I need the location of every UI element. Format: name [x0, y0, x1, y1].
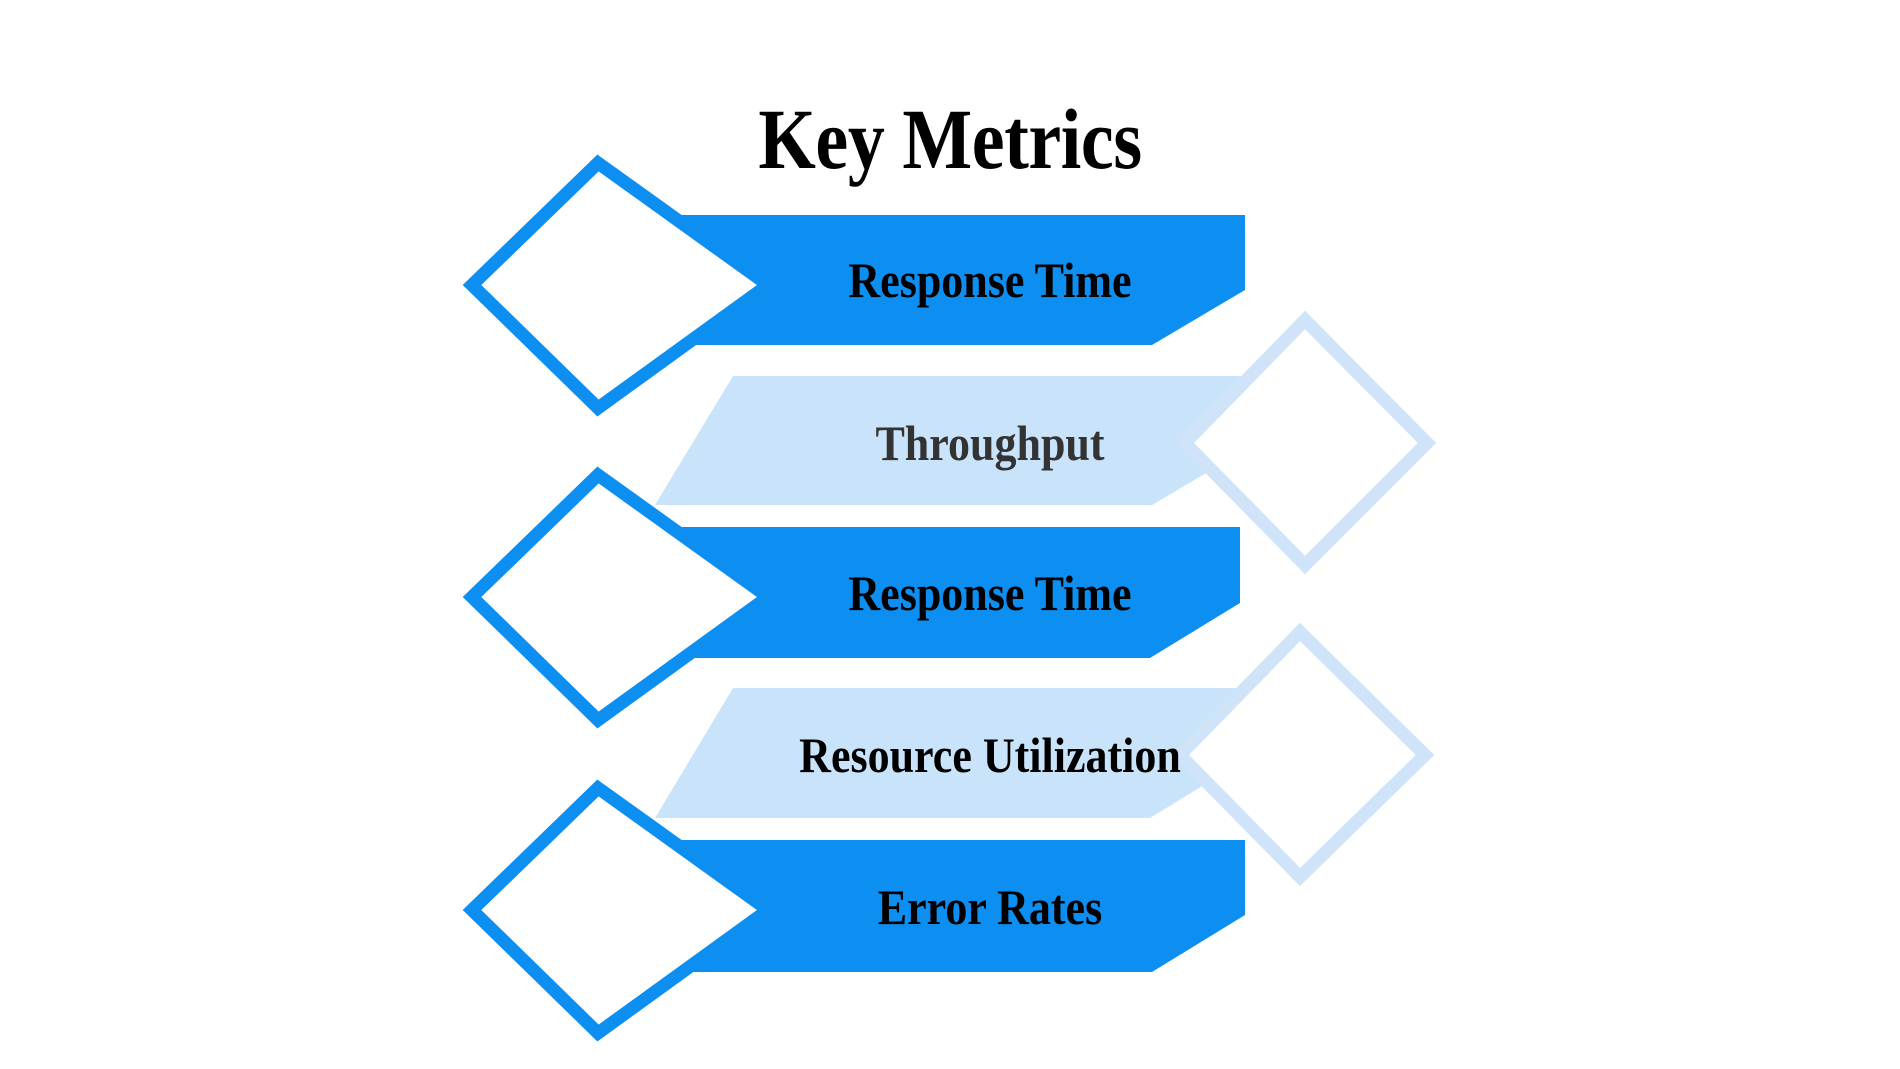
chevron-bar-5[interactable]: [655, 840, 1245, 972]
diamond-outline-3[interactable]: [462, 466, 780, 729]
diamond-outline-4[interactable]: [1170, 622, 1435, 887]
page-title: Key Metrics: [758, 90, 1142, 187]
chevron-label-5: Error Rates: [877, 879, 1103, 935]
chevron-label-4: Resource Utilization: [799, 727, 1181, 783]
chevron-label-2: Throughput: [875, 415, 1105, 471]
chevron-label-1: Response Time: [848, 252, 1132, 308]
chevron-bar-3[interactable]: [655, 527, 1240, 658]
diamond-outline-5[interactable]: [462, 779, 780, 1042]
chevron-bar-1[interactable]: [655, 215, 1245, 345]
chevron-bar-2[interactable]: [655, 376, 1245, 505]
chevron-label-3: Response Time: [848, 565, 1132, 621]
chevron-bar-4[interactable]: [655, 688, 1240, 818]
diamond-outline-1[interactable]: [462, 154, 780, 417]
diamond-outline-2[interactable]: [1175, 310, 1437, 575]
